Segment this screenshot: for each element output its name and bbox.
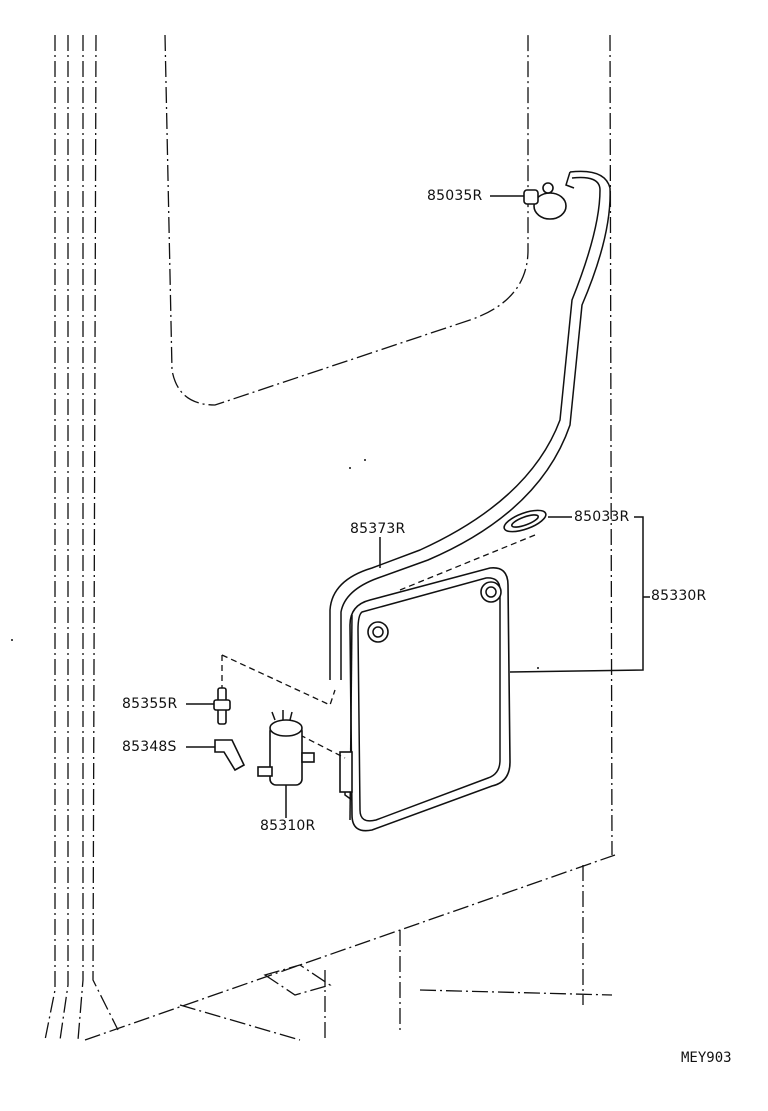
hose [329, 170, 611, 680]
label-85033R: 85033R [574, 509, 630, 525]
label-85310R: 85310R [260, 818, 316, 834]
label-85373R: 85373R [350, 521, 406, 537]
label-85348S: 85348S [122, 739, 177, 755]
washer-reservoir [339, 567, 511, 832]
washer-nozzle [523, 182, 567, 220]
stray-marks [11, 459, 539, 669]
label-85330R: 85330R [651, 588, 707, 604]
hose-connector [213, 687, 231, 725]
clamp-guide-line [399, 534, 536, 591]
hose-clamp [503, 509, 547, 533]
washer-pump [257, 710, 315, 786]
assembly-guide-3 [299, 734, 346, 759]
diagram-code: MEY903 [681, 1050, 732, 1066]
label-85355R: 85355R [122, 696, 178, 712]
door-outline [44, 34, 616, 1041]
leader-lines [186, 195, 650, 818]
assembly-guide [221, 654, 336, 706]
elbow-hose [214, 739, 246, 772]
label-85035R: 85035R [427, 188, 483, 204]
